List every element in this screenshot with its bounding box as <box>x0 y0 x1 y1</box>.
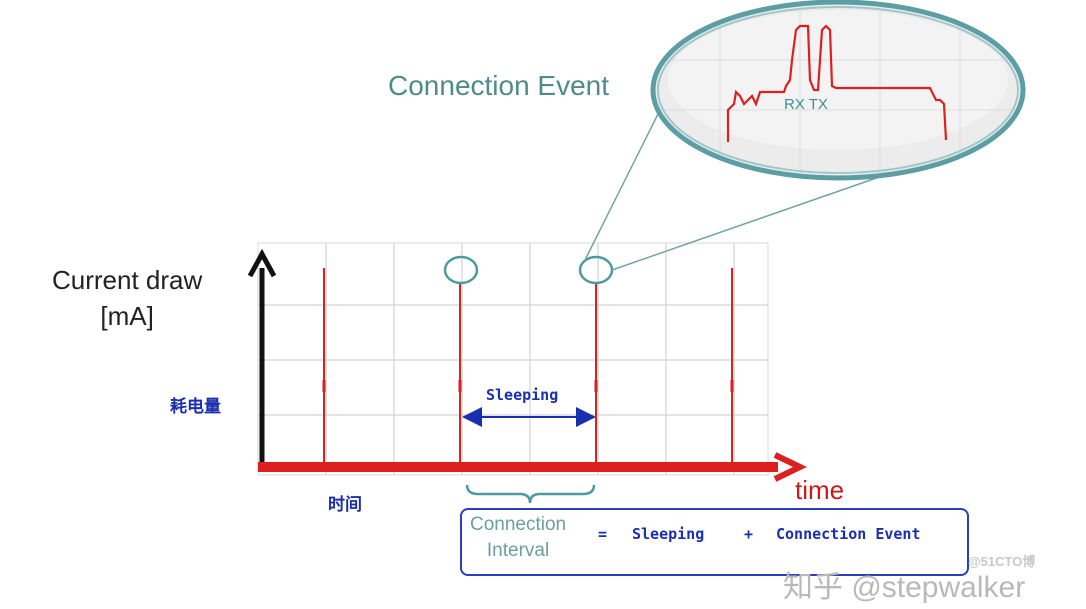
y-axis-label-cn: 耗电量 <box>170 397 221 416</box>
current-spikes <box>322 268 734 464</box>
y-axis-label-line-1: Current draw <box>52 265 203 295</box>
y-axis-label-line-2: [mA] <box>100 301 154 331</box>
interval-brace <box>465 484 596 504</box>
connection-event-title: Connection Event <box>388 70 610 101</box>
y-axis-label: Current draw [mA] <box>52 262 202 334</box>
watermark: 知乎 @stepwalker <box>783 571 1026 604</box>
equation-connection-event: Connection Event <box>776 525 921 543</box>
plot-grid <box>257 242 769 476</box>
rx-tx-label: RX TX <box>784 96 828 113</box>
x-axis <box>258 452 807 482</box>
watermark-small: @51CTO博 <box>968 554 1036 569</box>
equation-box <box>460 508 969 576</box>
equation-connection-interval: Connection Interval <box>470 512 566 564</box>
equation-left-line-1: Connection <box>470 514 567 535</box>
x-axis-label-cn: 时间 <box>328 495 362 514</box>
highlight-circle-2 <box>578 255 614 285</box>
equation-sleeping: Sleeping <box>632 525 705 543</box>
zoom-waveform <box>726 24 948 142</box>
x-axis-label: time <box>795 475 845 505</box>
equation-left-line-2: Interval <box>486 540 550 561</box>
zoom-connector <box>584 109 886 271</box>
zoom-lens <box>650 0 1026 181</box>
equation-plus: + <box>744 525 754 543</box>
highlight-circle-1 <box>443 255 479 285</box>
sleeping-label: Sleeping <box>486 386 559 404</box>
equation-equals: = <box>598 525 608 543</box>
y-axis <box>247 248 277 470</box>
